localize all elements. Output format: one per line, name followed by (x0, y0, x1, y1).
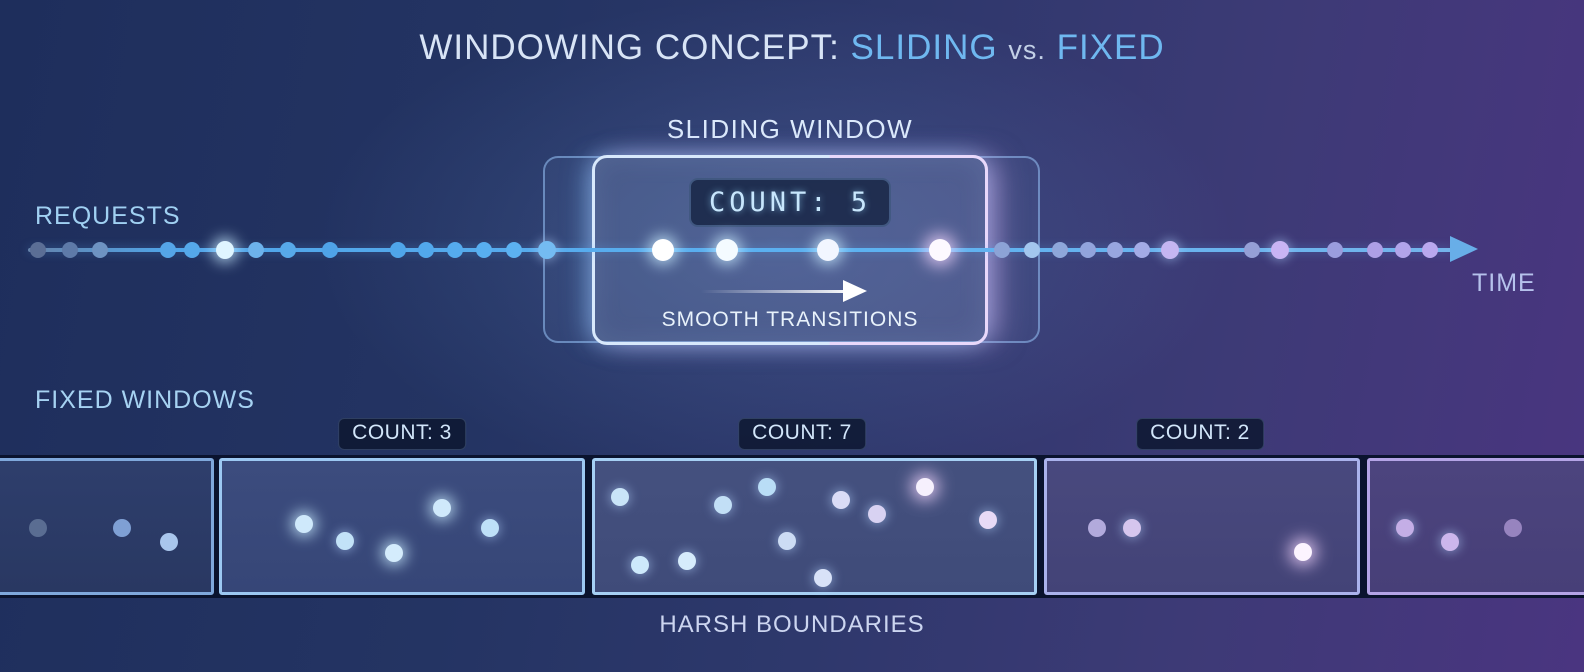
request-dot (538, 241, 556, 259)
request-dot (1161, 241, 1179, 259)
request-dot (160, 242, 176, 258)
request-dot (30, 242, 46, 258)
event-dot-window-2 (433, 499, 451, 517)
request-dot (62, 242, 78, 258)
event-dot-window-3 (778, 532, 796, 550)
request-dot (1024, 242, 1040, 258)
request-dot (390, 242, 406, 258)
request-dot (1395, 242, 1411, 258)
event-dot-window-1 (113, 519, 131, 537)
request-dot (1052, 242, 1068, 258)
event-dot-window-4 (1088, 519, 1106, 537)
event-dot-window-3 (868, 505, 886, 523)
slide-direction-arrow-head-icon (843, 280, 867, 302)
event-dot-window-3 (979, 511, 997, 529)
event-dot-window-2 (385, 544, 403, 562)
fixed-window-2 (219, 458, 585, 595)
event-dot-window-3 (832, 491, 850, 509)
sliding-window-label: SLIDING WINDOW (666, 114, 914, 144)
event-dot-window-1 (160, 533, 178, 551)
event-dot-window-3 (714, 496, 732, 514)
event-dot-window-2 (481, 519, 499, 537)
request-dot (1080, 242, 1096, 258)
count-badge-window-2: COUNT: 3 (338, 418, 466, 450)
request-dot (929, 239, 951, 261)
request-dot (216, 241, 234, 259)
count-badge-window-3: COUNT: 7 (738, 418, 866, 450)
request-dot (716, 239, 738, 261)
request-dot (1271, 241, 1289, 259)
request-dot (1367, 242, 1383, 258)
request-dot (994, 242, 1010, 258)
event-dot-window-3 (678, 552, 696, 570)
request-dot (1327, 242, 1343, 258)
event-dot-window-3 (611, 488, 629, 506)
slide-direction-arrow (701, 290, 845, 293)
request-dot (1107, 242, 1123, 258)
request-dot (447, 242, 463, 258)
request-dot (92, 242, 108, 258)
event-dot-window-5 (1504, 519, 1522, 537)
timeline-axis (28, 248, 1452, 252)
requests-axis-label: REQUESTS (35, 202, 181, 230)
time-axis-label: TIME (1472, 269, 1536, 297)
request-dot (1244, 242, 1260, 258)
sliding-count-badge: COUNT: 5 (688, 178, 892, 227)
title-fixed: FIXED (1056, 28, 1165, 67)
event-dot-window-5 (1441, 533, 1459, 551)
fixed-windows-row (0, 455, 1584, 598)
request-dot (817, 239, 839, 261)
event-dot-window-2 (295, 515, 313, 533)
title-vs: vs. (1008, 35, 1046, 65)
sliding-window-box: COUNT: 5 SMOOTH TRANSITIONS (592, 155, 988, 345)
event-dot-window-3 (916, 478, 934, 496)
request-dot (418, 242, 434, 258)
title-part1: WINDOWING CONCEPT: (419, 28, 840, 67)
request-dot (248, 242, 264, 258)
request-dot (652, 239, 674, 261)
event-dot-window-4 (1294, 543, 1312, 561)
fixed-windows-label: FIXED WINDOWS (35, 386, 255, 414)
smooth-transitions-caption: SMOOTH TRANSITIONS (661, 308, 919, 331)
event-dot-window-1 (29, 519, 47, 537)
count-badge-window-4: COUNT: 2 (1136, 418, 1264, 450)
event-dot-window-5 (1396, 519, 1414, 537)
request-dot (280, 242, 296, 258)
page-title: WINDOWING CONCEPT: SLIDING vs. FIXED (0, 28, 1584, 68)
event-dot-window-3 (814, 569, 832, 587)
request-dot (1422, 242, 1438, 258)
harsh-boundaries-caption: HARSH BOUNDARIES (659, 611, 925, 638)
event-dot-window-3 (631, 556, 649, 574)
event-dot-window-4 (1123, 519, 1141, 537)
event-dot-window-3 (758, 478, 776, 496)
request-dot (476, 242, 492, 258)
request-dot (322, 242, 338, 258)
request-dot (184, 242, 200, 258)
title-sliding: SLIDING (850, 28, 998, 67)
request-dot (506, 242, 522, 258)
request-dot (1134, 242, 1150, 258)
event-dot-window-2 (336, 532, 354, 550)
timeline-arrow-icon (1450, 236, 1478, 262)
